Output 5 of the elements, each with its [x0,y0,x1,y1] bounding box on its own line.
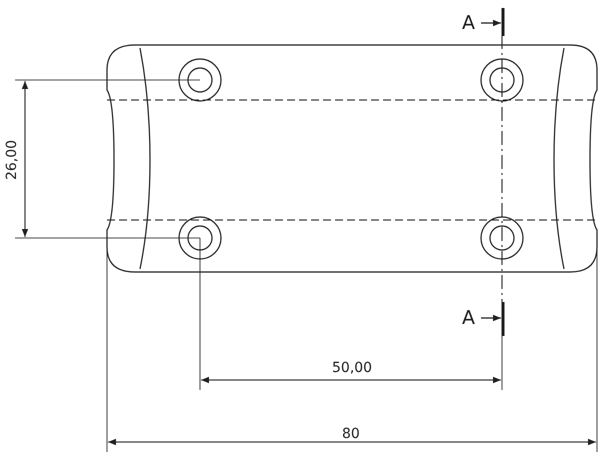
dimension-label: 80 [342,426,360,442]
section-label: A [462,13,475,33]
section-label: A [462,308,475,328]
dimension-label: 50,00 [332,360,372,376]
dimension-label: 26,00 [4,140,20,180]
